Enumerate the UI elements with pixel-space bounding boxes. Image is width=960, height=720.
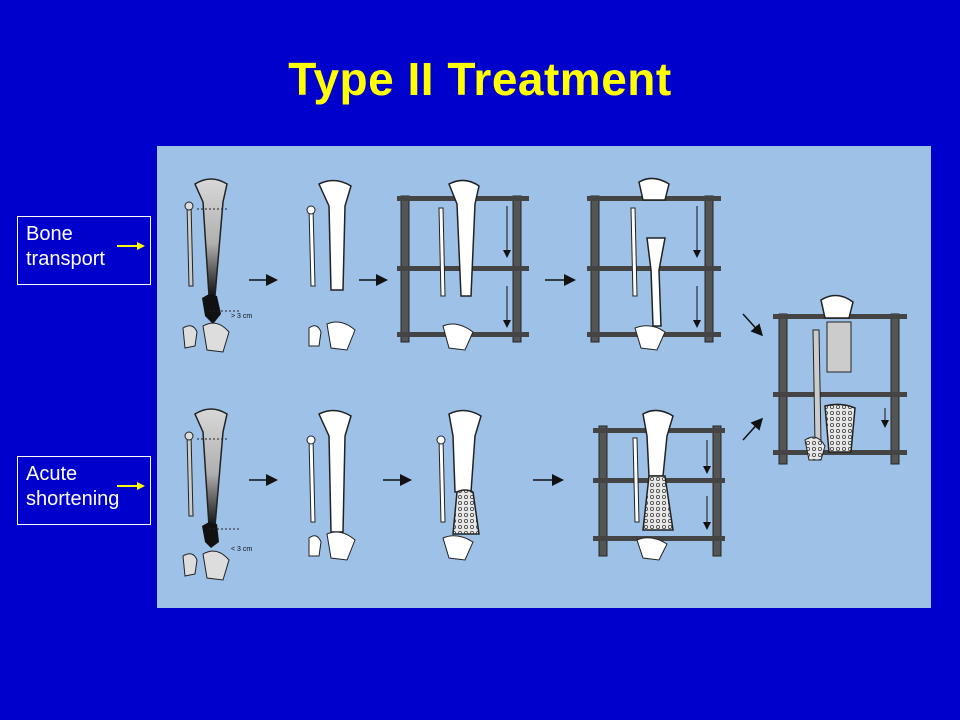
acute-shortening-text: Acute shortening — [26, 463, 120, 510]
treatment-diagram: > 3 cm — [182, 177, 907, 581]
measure-bottom-text: < 3 cm — [231, 546, 252, 553]
slide-title: Type II Treatment — [288, 53, 672, 105]
fixator-final — [773, 294, 907, 465]
bone-transport-label: Bone transport — [17, 216, 151, 285]
measure-top-text: > 3 cm — [231, 313, 252, 320]
bone-transport-text: Bone transport — [26, 223, 105, 270]
injured-tibia-top: > 3 cm — [182, 178, 252, 353]
fixator-stage-3 — [397, 179, 529, 351]
healing-tibia-bottom — [436, 409, 482, 561]
fixator-stage-4 — [587, 177, 721, 351]
diagram-panel: > 3 cm — [157, 146, 931, 608]
debrided-tibia-top — [306, 179, 356, 351]
injured-tibia-bottom: < 3 cm — [182, 408, 252, 581]
fixator-bottom — [593, 409, 725, 561]
acute-shortening-label: Acute shortening — [17, 456, 151, 525]
arrow-right-icon — [117, 482, 145, 490]
arrow-right-icon — [117, 242, 145, 250]
shortened-tibia-bottom — [306, 409, 356, 561]
